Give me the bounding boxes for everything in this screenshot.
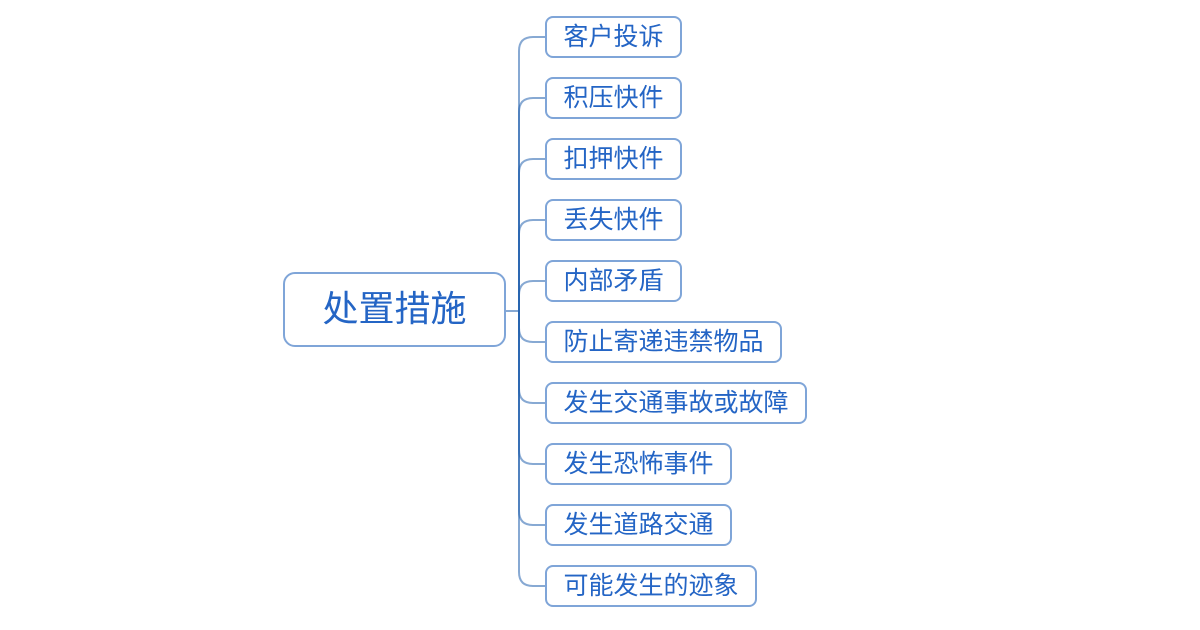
branch-node-label: 内部矛盾 (563, 266, 664, 295)
branch-node[interactable]: 发生交通事故或故障 (545, 382, 807, 424)
branch-node[interactable]: 丢失快件 (545, 199, 682, 241)
branch-connector (518, 311, 545, 404)
branch-node-label: 扣押快件 (563, 144, 664, 173)
branch-node[interactable]: 可能发生的迹象 (545, 565, 757, 607)
branch-connector (518, 311, 545, 465)
branch-node[interactable]: 客户投诉 (545, 16, 682, 58)
branch-node-label: 积压快件 (563, 83, 664, 112)
branch-node-label: 发生道路交通 (563, 510, 714, 539)
branch-node-label: 客户投诉 (563, 22, 664, 51)
branch-node[interactable]: 内部矛盾 (545, 260, 682, 302)
branch-connector (518, 311, 545, 587)
branch-connector (518, 219, 545, 311)
branch-connector (518, 311, 545, 343)
branch-connector (518, 97, 545, 311)
branch-connector (518, 311, 545, 526)
branch-connector (518, 280, 545, 311)
branch-node-label: 发生交通事故或故障 (563, 388, 789, 417)
branch-node-label: 发生恐怖事件 (563, 449, 714, 478)
branch-connector (518, 36, 545, 311)
branch-node[interactable]: 发生道路交通 (545, 504, 732, 546)
branch-node-label: 防止寄递违禁物品 (563, 327, 764, 356)
branch-node[interactable]: 积压快件 (545, 77, 682, 119)
branch-node-label: 可能发生的迹象 (563, 571, 739, 600)
branch-node-label: 丢失快件 (563, 205, 664, 234)
branch-connector (518, 158, 545, 311)
branch-node[interactable]: 扣押快件 (545, 138, 682, 180)
root-node-label: 处置措施 (322, 289, 467, 330)
branch-node[interactable]: 防止寄递违禁物品 (545, 321, 782, 363)
branch-node[interactable]: 发生恐怖事件 (545, 443, 732, 485)
root-node[interactable]: 处置措施 (283, 272, 506, 347)
